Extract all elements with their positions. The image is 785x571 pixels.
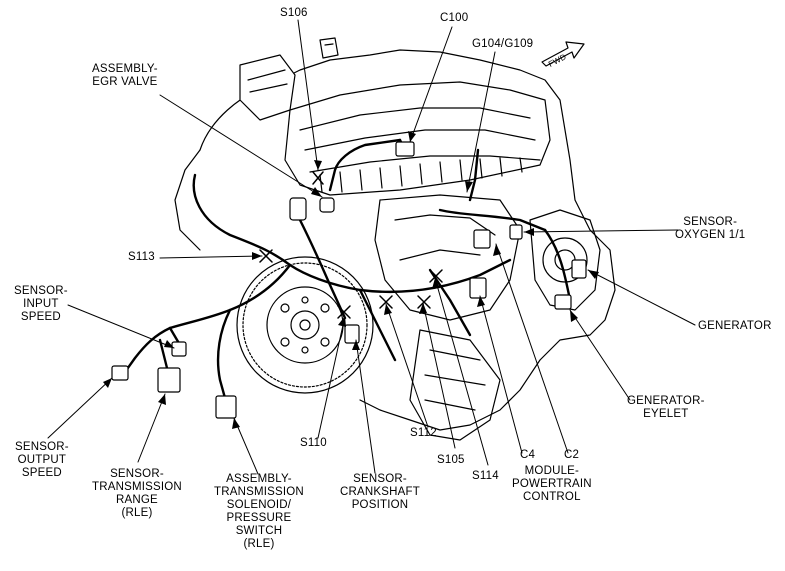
wiring-harness [123,138,572,400]
arrowheads [103,131,599,429]
label-line: CONTROL [523,491,581,503]
label-line: (RLE) [121,507,153,519]
label-output-speed-sensor: SENSOR- OUTPUT SPEED [15,441,69,480]
label-s112: S112 [410,427,437,439]
label-line: SWITCH [235,525,283,537]
label-s114: S114 [472,470,499,482]
label-oxygen-sensor: SENSOR- OXYGEN 1/1 [675,216,745,242]
flexplate [236,256,374,394]
label-egr-valve: ASSEMBLY- EGR VALVE [92,63,158,89]
label-crankshaft-position-sensor: SENSOR- CRANKSHAFT POSITION [340,473,420,512]
label-line: SENSOR- [110,468,164,480]
label-line: ASSEMBLY- [226,473,292,485]
label-c100: C100 [440,12,469,24]
label-generator: GENERATOR [698,320,772,332]
engine-outline [174,37,616,441]
label-transmission-range-sensor: SENSOR- TRANSMISSION RANGE (RLE) [92,468,182,520]
splice-marks [259,171,443,319]
label-line: (RLE) [243,538,275,550]
label-line: SPEED [21,467,62,479]
label-transmission-solenoid: ASSEMBLY- TRANSMISSION SOLENOID/ PRESSUR… [214,473,304,551]
label-line: EYELET [643,408,689,420]
label-g104-g109: G104/G109 [472,38,534,50]
label-line: SPEED [20,311,61,323]
label-line: POWERTRAIN [512,478,592,490]
label-line: SENSOR- [353,473,407,485]
label-line: SOLENOID/ [226,499,292,511]
label-line: EGR VALVE [92,76,158,88]
fwd-arrow-icon [541,41,585,67]
label-line: MODULE- [524,465,580,477]
label-line: SENSOR- [683,216,738,228]
label-powertrain-control-module: MODULE- POWERTRAIN CONTROL [512,465,592,504]
label-s110: S110 [300,437,327,449]
label-input-speed-sensor: SENSOR- INPUT SPEED [14,285,68,324]
label-line: SENSOR- [14,285,68,297]
label-line: OXYGEN 1/1 [675,229,746,241]
label-line: ASSEMBLY- [92,63,158,75]
label-c2: C2 [564,449,580,461]
label-line: POSITION [351,499,409,511]
label-line: CRANKSHAFT [340,486,420,498]
label-line: INPUT [23,298,59,310]
label-c4: C4 [520,449,536,461]
connectors [111,141,587,419]
label-line: TRANSMISSION [214,486,304,498]
label-line: GENERATOR- [627,395,705,407]
label-line: SENSOR- [15,441,69,453]
label-s106: S106 [280,7,308,19]
label-line: TRANSMISSION [92,481,182,493]
label-generator-eyelet: GENERATOR- EYELET [627,395,705,421]
label-line: RANGE [116,494,158,506]
label-s105: S105 [437,454,465,466]
label-line: OUTPUT [17,454,67,466]
leader-lines [47,19,696,475]
label-line: PRESSURE [226,512,292,524]
label-s113: S113 [128,251,155,263]
